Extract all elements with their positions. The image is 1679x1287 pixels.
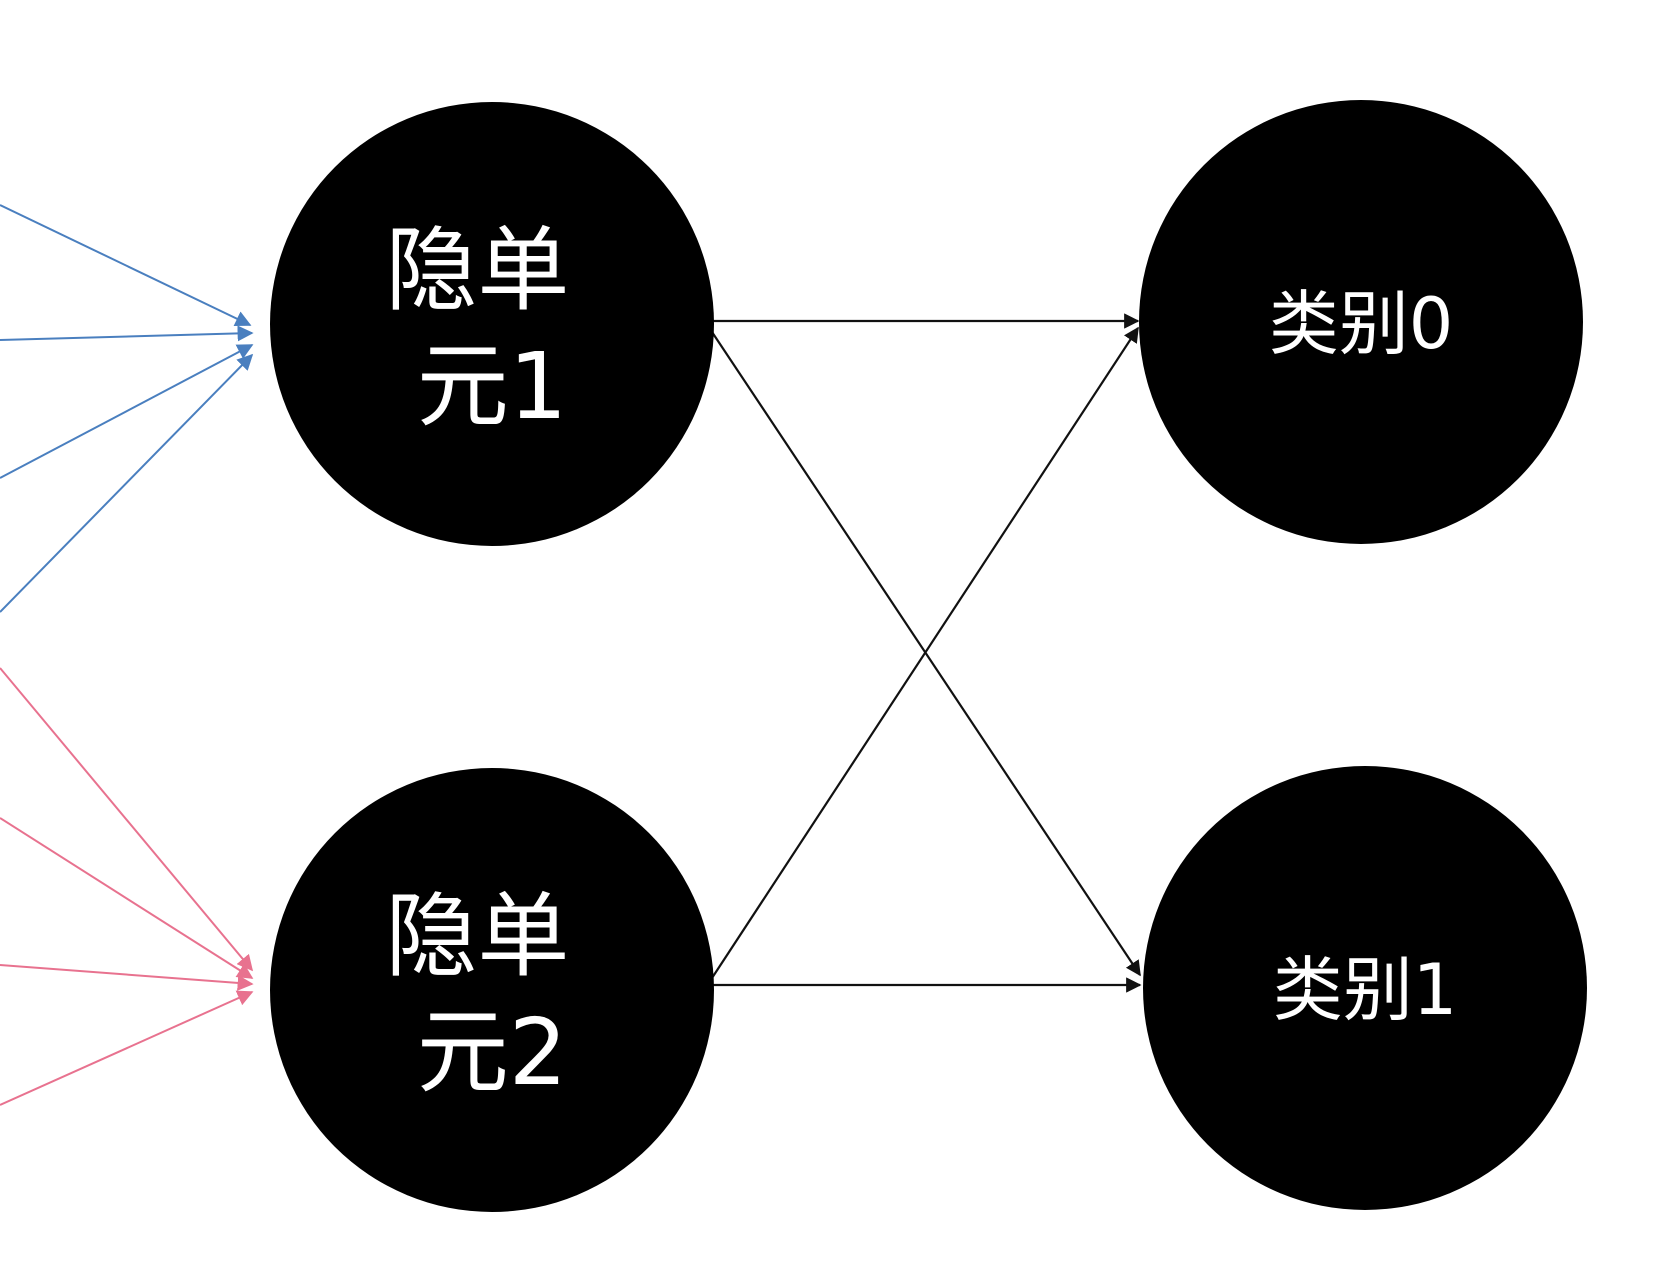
incoming-edges-hidden1	[0, 204, 254, 613]
hidden-unit-2-label-line1: 隐单	[385, 883, 569, 990]
incoming-edges-hidden2	[0, 667, 254, 1106]
hidden-unit-1-label-line1: 隐单	[385, 217, 569, 324]
class-0-circle	[1139, 100, 1583, 544]
incoming-edge-blue	[0, 204, 252, 326]
hidden-unit-2-node: 隐单 元2	[270, 768, 714, 1212]
incoming-edge-pink	[0, 964, 254, 991]
hidden-unit-2-label: 隐单 元2	[385, 883, 598, 1106]
incoming-edge-pink	[0, 817, 254, 979]
class-1-node: 类别1	[1143, 766, 1587, 1210]
hidden-unit-1-node: 隐单 元1	[270, 102, 714, 546]
edge-hidden2-to-class0	[711, 326, 1139, 979]
class-1-circle	[1143, 766, 1587, 1210]
class-0-label: 类别0	[1269, 283, 1454, 365]
class-0-node: 类别0	[1139, 100, 1583, 544]
incoming-edge-blue	[0, 344, 254, 479]
incoming-edge-pink	[0, 667, 254, 972]
output-edges	[709, 313, 1142, 993]
hidden-unit-2-circle	[270, 768, 714, 1212]
hidden-unit-1-label-line2: 元1	[417, 333, 568, 440]
incoming-edge-blue	[0, 325, 254, 342]
hidden-unit-1-circle	[270, 102, 714, 546]
class-1-label: 类别1	[1273, 949, 1458, 1031]
hidden-unit-1-label: 隐单 元1	[385, 217, 598, 440]
hidden-unit-2-label-line2: 元2	[417, 999, 568, 1106]
incoming-edge-pink	[0, 990, 254, 1106]
incoming-edge-blue	[0, 353, 254, 613]
